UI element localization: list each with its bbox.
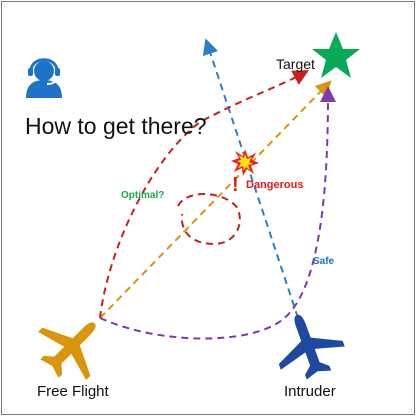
target-star-icon: [312, 32, 360, 78]
risky-loop: [177, 193, 241, 246]
target-label: Target: [276, 56, 315, 72]
dangerous-label: Dangerous: [246, 179, 304, 191]
operator-headset-icon: [26, 58, 62, 98]
diagram-title: How to get there?: [25, 113, 207, 139]
alert-mark: !: [232, 174, 239, 196]
free-flight-aircraft-icon: [38, 322, 96, 380]
safe-path: [99, 86, 336, 340]
risky-path: [99, 70, 310, 319]
intruder-label: Intruder: [284, 383, 336, 400]
free-flight-label: Free Flight: [37, 383, 109, 400]
optimal-path-label: Optimal?: [121, 190, 165, 201]
optimal-path: [99, 80, 332, 319]
safe-path-label: Safe: [313, 256, 335, 267]
intruder-aircraft-icon: [278, 314, 345, 380]
collision-burst-icon: [231, 149, 259, 176]
